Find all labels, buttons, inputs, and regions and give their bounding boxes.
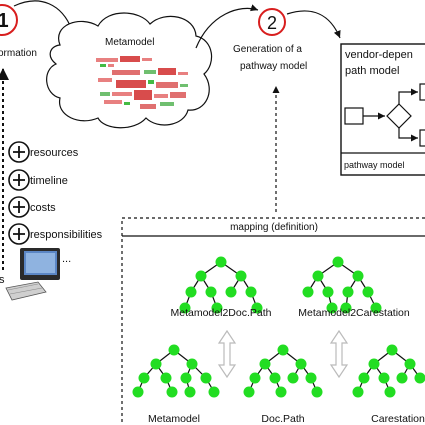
tree-label-metamodel2docpath: Metamodel2Doc.Path bbox=[171, 307, 272, 319]
step-2-number: 2 bbox=[267, 13, 277, 33]
step-2-badge: 2 bbox=[258, 8, 286, 36]
step-1-number: 1 bbox=[0, 10, 9, 32]
flowchart-graphic bbox=[344, 83, 425, 147]
vendor-path-model-box: vendor-depen path model pathway model bbox=[340, 43, 425, 176]
double-arrow-left bbox=[217, 329, 237, 379]
computer-left-text: s bbox=[0, 274, 5, 286]
step-2-label-line-1: Generation of a bbox=[233, 44, 302, 55]
mapping-region: mapping (definition) bbox=[121, 217, 425, 425]
info-item-label: timeline bbox=[30, 175, 68, 187]
info-item-label: responsibilities bbox=[30, 229, 103, 241]
mapping-header: mapping (definition) bbox=[230, 222, 318, 233]
computer-ellipsis: ... bbox=[62, 253, 71, 265]
info-item-responsibilities: responsibilities bbox=[8, 223, 103, 245]
tree-docpath bbox=[243, 344, 323, 398]
computer-icon: s ... bbox=[0, 248, 71, 301]
step-2-label-line-2: pathway model bbox=[240, 61, 307, 72]
info-item-label: resources bbox=[30, 147, 79, 159]
double-arrow-right bbox=[329, 329, 349, 379]
vendor-box-title-line-1: vendor-depen bbox=[345, 49, 413, 61]
step-1-badge: 1 bbox=[0, 4, 18, 36]
tree-carestation bbox=[352, 344, 425, 398]
metamodel-title: Metamodel bbox=[105, 37, 154, 48]
info-item-costs: costs bbox=[8, 196, 56, 218]
info-item-timeline: timeline bbox=[8, 169, 68, 191]
vendor-box-title-line-2: path model bbox=[345, 65, 399, 77]
tree-metamodel bbox=[132, 344, 220, 398]
tree-label-docpath: Doc.Path bbox=[261, 413, 304, 425]
tree-label-metamodel: Metamodel bbox=[148, 413, 200, 425]
metamodel-schema-graphic bbox=[96, 56, 188, 109]
arrow-to-step-2 bbox=[195, 4, 259, 49]
vendor-box-footer: pathway model bbox=[344, 160, 405, 170]
tree-label-metamodel2carestation: Metamodel2Carestation bbox=[298, 307, 410, 319]
arrow-to-vendor-box bbox=[286, 10, 341, 39]
info-item-label: costs bbox=[30, 202, 56, 214]
tree-label-carestation: Carestation bbox=[371, 413, 425, 425]
info-item-resources: resources bbox=[8, 141, 79, 163]
metamodel-cloud: Metamodel bbox=[46, 12, 213, 129]
tree-metamodel2docpath bbox=[179, 256, 263, 314]
tree-metamodel2carestation bbox=[302, 256, 382, 314]
arrow-to-metamodel bbox=[13, 0, 73, 31]
step-1-label: ormation bbox=[0, 48, 37, 59]
